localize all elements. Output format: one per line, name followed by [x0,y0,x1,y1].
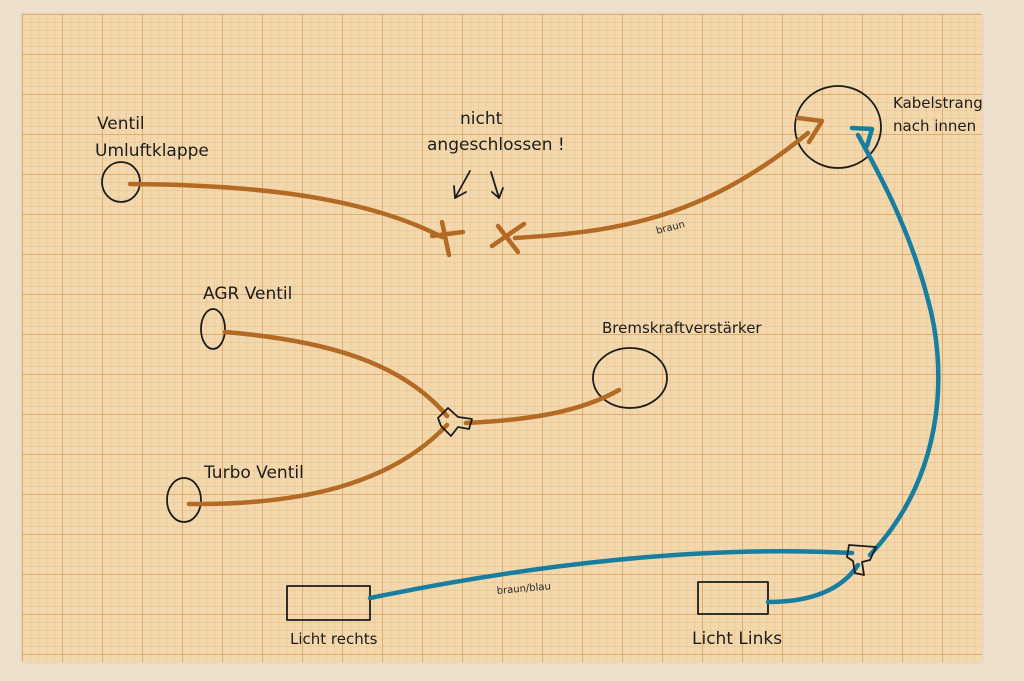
hose-umluftklappe [127,181,445,240]
hose-turbo [186,422,450,507]
hose-kabelstrang-blue [855,132,941,558]
arrowhead-kabelstrang-blue [849,125,875,149]
agr-ventil-port [200,308,226,350]
hose-kabelstrang-brown [512,130,811,241]
label-nicht-1: nicht [460,109,503,129]
cross-mark-left [429,219,466,258]
t-connector-brown [437,407,473,437]
cross-mark-right [489,221,527,255]
label-turbo-ventil: Turbo Ventil [203,463,304,483]
pointer-arrow-right [490,171,504,199]
label-kabelstrang-2: nach innen [893,117,976,135]
hose-licht-links [765,562,861,605]
label-ventil-umluftklappe-2: Umluftklappe [95,141,209,161]
pointer-arrow-left [453,170,471,199]
licht-rechts-box [286,585,371,621]
bremskraftverstaerker-port [592,347,668,409]
label-braun-blau: braun/blau [496,581,551,597]
label-bremskraftverstaerker: Bremskraftverstärker [602,319,762,337]
label-nicht-2: angeschlossen ! [427,135,565,155]
turbo-ventil-port [166,477,202,523]
arrowhead-kabelstrang-brown [795,115,825,145]
hose-agr [222,329,450,419]
t-connector-blue [846,544,877,576]
hose-licht-rechts [367,549,855,601]
kabelstrang-port [794,85,882,169]
licht-links-box [697,581,769,615]
label-kabelstrang-1: Kabelstrang [893,94,983,112]
label-agr-ventil: AGR Ventil [203,284,292,304]
label-braun: braun [655,219,686,237]
label-licht-links: Licht Links [692,629,782,649]
label-ventil-umluftklappe-1: Ventil [97,114,145,134]
hose-bremskraftverstaerker [463,387,622,426]
label-licht-rechts: Licht rechts [290,630,378,648]
